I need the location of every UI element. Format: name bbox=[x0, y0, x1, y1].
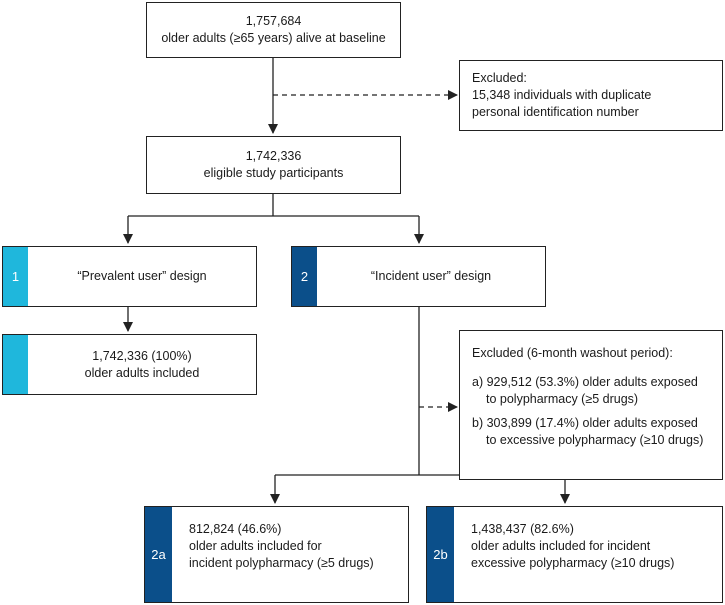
excluded-washout-a-line2: to polypharmacy (≥5 drugs) bbox=[486, 392, 639, 406]
baseline-label: older adults (≥65 years) alive at baseli… bbox=[161, 31, 386, 45]
eligible-label: eligible study participants bbox=[203, 166, 344, 180]
incident-2b-line3: excessive polypharmacy (≥10 drugs) bbox=[471, 556, 675, 570]
incident-2b-count: 1,438,437 (82.6%) bbox=[471, 522, 574, 536]
incident-tag: 2 bbox=[292, 247, 317, 306]
baseline-count: 1,757,684 bbox=[245, 14, 302, 28]
eligible-count: 1,742,336 bbox=[245, 149, 302, 163]
excluded-washout-b-line1: b) 303,899 (17.4%) older adults exposed bbox=[472, 416, 698, 430]
incident-2b-tag: 2b bbox=[427, 507, 454, 602]
incident-design-box: 2 “Incident user” design bbox=[291, 246, 546, 307]
excluded-washout-title: Excluded (6-month washout period): bbox=[472, 346, 673, 360]
excluded-duplicates-box: Excluded: 15,348 individuals with duplic… bbox=[459, 60, 723, 131]
incident-2a-line2: older adults included for bbox=[189, 539, 322, 553]
prevalent-included-tag bbox=[3, 335, 28, 394]
excluded-duplicates-line2: personal identification number bbox=[472, 105, 639, 119]
prevalent-included-label: older adults included bbox=[84, 365, 200, 380]
excluded-duplicates-title: Excluded: bbox=[472, 71, 527, 85]
excluded-duplicates-line1: 15,348 individuals with duplicate bbox=[472, 88, 652, 102]
incident-label: “Incident user” design bbox=[370, 269, 492, 283]
excluded-washout-a-line1: a) 929,512 (53.3%) older adults exposed bbox=[472, 375, 698, 389]
excluded-washout-b-line2: to excessive polypharmacy (≥10 drugs) bbox=[486, 433, 704, 447]
prevalent-label: “Prevalent user” design bbox=[77, 269, 207, 283]
baseline-box: 1,757,684 older adults (≥65 years) alive… bbox=[146, 2, 401, 58]
prevalent-included-box: 1,742,336 (100%) older adults included bbox=[2, 334, 257, 395]
incident-2a-tag: 2a bbox=[145, 507, 172, 602]
incident-2b-box: 2b 1,438,437 (82.6%) older adults includ… bbox=[426, 506, 723, 603]
incident-2b-line2: older adults included for incident bbox=[471, 539, 651, 553]
prevalent-included-count: 1,742,336 (100%) bbox=[92, 348, 192, 363]
incident-2a-count: 812,824 (46.6%) bbox=[189, 522, 282, 536]
prevalent-tag: 1 bbox=[3, 247, 28, 306]
excluded-washout-box: Excluded (6-month washout period): a) 92… bbox=[459, 330, 723, 480]
eligible-box: 1,742,336 eligible study participants bbox=[146, 136, 401, 194]
incident-2a-box: 2a 812,824 (46.6%) older adults included… bbox=[144, 506, 409, 603]
prevalent-design-box: 1 “Prevalent user” design bbox=[2, 246, 257, 307]
incident-2a-line3: incident polypharmacy (≥5 drugs) bbox=[189, 556, 374, 570]
